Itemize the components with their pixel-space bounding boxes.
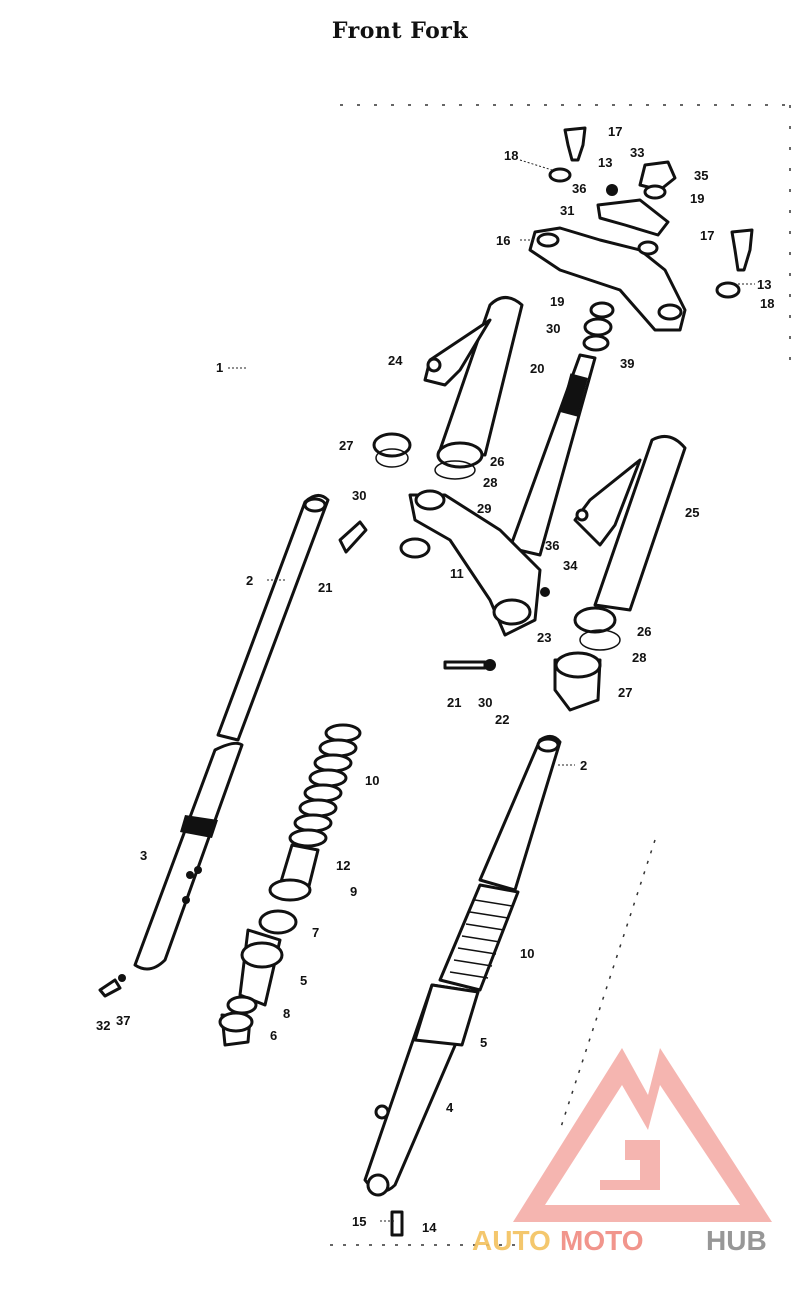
right-dust-boot: [438, 883, 520, 992]
left-outer-tube: [133, 741, 244, 971]
callout-21: 21: [318, 580, 332, 595]
left-spring: [218, 723, 362, 1047]
callout-34: 34: [563, 558, 578, 573]
callout-10: 10: [365, 773, 379, 788]
callout-5: 5: [480, 1035, 487, 1050]
callout-3: 3: [140, 848, 147, 863]
leader-lines: [228, 159, 755, 1222]
callout-16: 16: [496, 233, 510, 248]
callout-19: 19: [690, 191, 704, 206]
callout-10: 10: [520, 946, 534, 961]
callout-1: 1: [216, 360, 223, 375]
callout-32: 32: [96, 1018, 110, 1033]
watermark-text-moto: MOTO: [560, 1225, 643, 1256]
steering-stem: [508, 353, 597, 557]
logo-triangle-mark: [513, 1048, 772, 1222]
callout-14: 14: [422, 1220, 437, 1235]
callout-7: 7: [312, 925, 319, 940]
callout-26: 26: [490, 454, 504, 469]
callout-26: 26: [637, 624, 651, 639]
callout-18: 18: [760, 296, 774, 311]
callout-19: 19: [550, 294, 564, 309]
right-inner-tube: [478, 735, 562, 892]
callout-11: 11: [450, 566, 464, 581]
callout-30: 30: [546, 321, 560, 336]
callout-36: 36: [572, 181, 586, 196]
callout-25: 25: [685, 505, 699, 520]
callout-24: 24: [388, 353, 403, 368]
headlight-bracket-right: [573, 434, 687, 612]
top-bridge: [528, 126, 754, 352]
callout-15: 15: [352, 1214, 366, 1229]
callout-29: 29: [477, 501, 491, 516]
small-bolts: [98, 520, 550, 1237]
callout-4: 4: [446, 1100, 454, 1115]
callout-20: 20: [530, 361, 544, 376]
callout-18: 18: [504, 148, 518, 163]
callout-28: 28: [483, 475, 497, 490]
callout-28: 28: [632, 650, 646, 665]
callout-2: 2: [246, 573, 253, 588]
callout-37: 37: [116, 1013, 130, 1028]
callout-27: 27: [339, 438, 353, 453]
watermark-text-auto: AUTO: [472, 1225, 551, 1256]
callout-13: 13: [598, 155, 612, 170]
callout-12: 12: [336, 858, 350, 873]
callout-17: 17: [608, 124, 622, 139]
headlight-bracket-left: [423, 296, 524, 469]
callout-23: 23: [537, 630, 551, 645]
callout-13: 13: [757, 277, 771, 292]
under-bracket: [399, 489, 542, 637]
callout-labels: 1 2 2 3 4 5 5 6 7 8 9 10 10 11 12 13 13 …: [96, 124, 774, 1235]
callout-35: 35: [694, 168, 708, 183]
callout-33: 33: [630, 145, 644, 160]
dashed-border: [330, 104, 791, 1246]
callout-36: 36: [545, 538, 559, 553]
callout-27: 27: [618, 685, 632, 700]
callout-17: 17: [700, 228, 714, 243]
page-title: Front Fork: [331, 18, 469, 44]
rubber-spacers: [372, 432, 621, 712]
right-outer-tube: [363, 983, 480, 1197]
watermark-text-hub: HUB: [706, 1225, 767, 1256]
callout-6: 6: [270, 1028, 277, 1043]
callout-9: 9: [350, 884, 357, 899]
callout-5: 5: [300, 973, 307, 988]
callout-30: 30: [352, 488, 366, 503]
callout-2: 2: [580, 758, 587, 773]
callout-21: 21: [447, 695, 461, 710]
callout-8: 8: [283, 1006, 290, 1021]
callout-22: 22: [495, 712, 509, 727]
callout-39: 39: [620, 356, 634, 371]
watermark-logo: AUTO MOTO HUB: [472, 1048, 772, 1256]
callout-30: 30: [478, 695, 492, 710]
left-inner-tube: [216, 494, 330, 742]
callout-31: 31: [560, 203, 574, 218]
